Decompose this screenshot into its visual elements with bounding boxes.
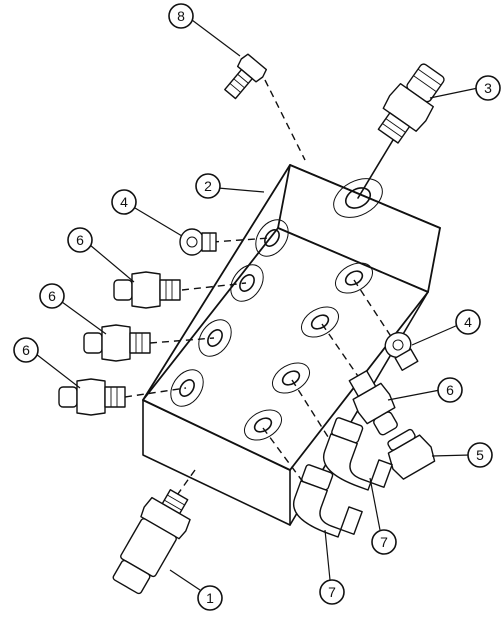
callout-6-b: 6: [39, 283, 65, 309]
callout-2-label: 2: [204, 178, 212, 194]
callout-6-d-label: 6: [446, 382, 454, 398]
leader-lines: [35, 19, 479, 591]
end-face-port: [333, 178, 383, 218]
callout-6-b-label: 6: [48, 288, 56, 304]
fitting-part-6-b: [83, 324, 151, 362]
callout-4-top-label: 4: [120, 194, 128, 210]
elbow-part-7-a: [322, 417, 393, 491]
callout-6-a: 6: [67, 227, 93, 253]
callout-8-label: 8: [177, 8, 185, 24]
callout-7-a: 7: [371, 529, 397, 555]
callout-2: 2: [195, 173, 221, 199]
callout-4-side: 4: [455, 309, 481, 335]
pressure-switch-part-1: [112, 489, 191, 595]
screw-part-8: [224, 53, 268, 100]
callout-4-side-label: 4: [464, 314, 472, 330]
manifold-block: [142, 164, 441, 526]
fitting-part-3: [377, 63, 445, 144]
callout-1-label: 1: [206, 590, 214, 606]
callout-7-b: 7: [319, 579, 345, 605]
callout-5-label: 5: [476, 447, 484, 463]
cap-part-5: [387, 428, 436, 480]
callout-7-b-label: 7: [328, 584, 336, 600]
side-face-ports: [244, 262, 373, 441]
fitting-part-6-d: [348, 370, 398, 436]
callout-6-d: 6: [437, 377, 463, 403]
plug-part-4-side: [384, 332, 419, 371]
callout-8: 8: [168, 3, 194, 29]
callout-5: 5: [467, 442, 493, 468]
plug-part-4-top: [179, 228, 217, 256]
fitting-part-6-c: [58, 378, 126, 416]
callout-6-c-label: 6: [22, 342, 30, 358]
top-face-ports: [170, 219, 289, 407]
callout-6-c: 6: [13, 337, 39, 363]
callout-3: 3: [475, 75, 501, 101]
assembly-lines: [124, 79, 394, 506]
elbow-part-7-b: [292, 464, 363, 538]
callout-4-top: 4: [111, 189, 137, 215]
callout-6-a-label: 6: [76, 232, 84, 248]
fitting-part-6-a: [113, 271, 181, 309]
callout-3-label: 3: [484, 80, 492, 96]
callout-7-a-label: 7: [380, 534, 388, 550]
callout-1: 1: [197, 585, 223, 611]
